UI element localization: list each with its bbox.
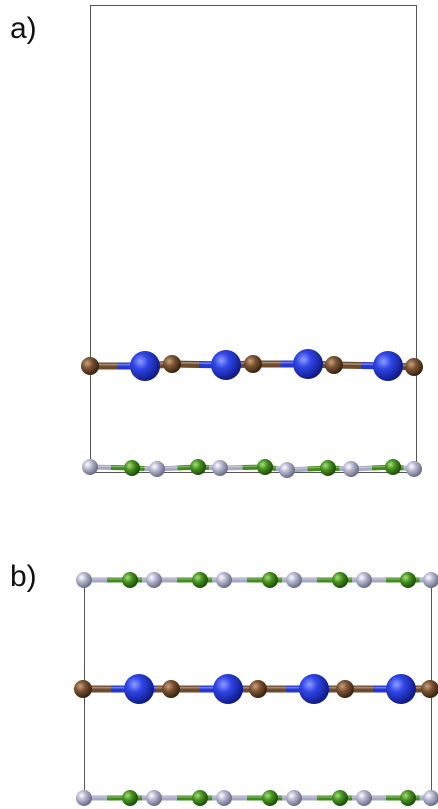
- panel-b-label: b): [10, 560, 37, 593]
- panel-b-middle-layer-atom-blue-1: [124, 674, 154, 704]
- panel-b-top-layer-atom-gray-8: [356, 572, 372, 588]
- panel-a-lower-layer-atom-gray-10: [406, 461, 422, 477]
- panel-b-top-layer-atom-green-5: [262, 572, 278, 588]
- panel-b-top-layer-atom-green-3: [192, 572, 208, 588]
- panel-b-top-layer-atom-green-9: [400, 572, 416, 588]
- panel-a-upper-layer-atom-brown-0: [81, 357, 99, 375]
- panel-b-top-layer-atom-gray-2: [146, 572, 162, 588]
- panel-b-middle-layer-atom-brown-0: [74, 680, 92, 698]
- panel-b-bottom-layer-atom-gray-10: [423, 790, 438, 806]
- panel-b-middle-layer-atom-blue-7: [386, 674, 416, 704]
- panel-a-upper-layer-atom-brown-2: [163, 355, 181, 373]
- panel-b-bottom-layer-atom-green-7: [332, 790, 348, 806]
- panel-b-middle-layer-atom-blue-5: [299, 674, 329, 704]
- panel-b-middle-layer-atom-brown-6: [336, 680, 354, 698]
- panel-b-middle-layer-atom-blue-3: [213, 674, 243, 704]
- panel-b-top-layer-atom-green-1: [122, 572, 138, 588]
- panel-b-top-layer-atom-green-7: [332, 572, 348, 588]
- panel-b-top-layer-atom-gray-4: [216, 572, 232, 588]
- panel-b-middle-layer-atom-brown-4: [249, 680, 267, 698]
- panel-b-bottom-layer-atom-gray-2: [146, 790, 162, 806]
- panel-a-lower-layer-atom-green-9: [385, 459, 401, 475]
- panel-a-upper-layer-atom-blue-3: [211, 350, 241, 380]
- panel-a-lower-layer-atom-gray-6: [279, 462, 295, 478]
- panel-a-upper-layer-atom-brown-6: [325, 356, 343, 374]
- panel-b-bottom-layer-atom-green-3: [192, 790, 208, 806]
- panel-a-upper-layer-atom-blue-5: [293, 349, 323, 379]
- panel-b-top-layer-atom-gray-0: [76, 572, 92, 588]
- panel-a-lower-layer-atom-gray-2: [149, 461, 165, 477]
- panel-b-top-layer-atom-gray-6: [286, 572, 302, 588]
- panel-a-lower-layer-atom-green-7: [320, 460, 336, 476]
- panel-a-label: a): [10, 12, 37, 45]
- panel-b-bottom-layer-atom-green-1: [122, 790, 138, 806]
- panel-a-lower-layer-atom-gray-0: [82, 459, 98, 475]
- panel-b-bottom-layer-atom-gray-6: [286, 790, 302, 806]
- panel-a-upper-layer-atom-blue-7: [373, 351, 403, 381]
- panel-b-bottom-layer-atom-green-5: [262, 790, 278, 806]
- panel-a-upper-layer-atom-blue-1: [130, 351, 160, 381]
- panel-b-middle-layer-atom-brown-8: [421, 680, 438, 698]
- panel-b-bottom-layer-atom-gray-4: [216, 790, 232, 806]
- panel-a-lower-layer-atom-gray-4: [212, 460, 228, 476]
- panel-b-bottom-layer-atom-gray-8: [356, 790, 372, 806]
- panel-b-bottom-layer-atom-green-9: [400, 790, 416, 806]
- panel-a-lower-layer-atom-gray-8: [343, 461, 359, 477]
- panel-b-bottom-layer-atom-gray-0: [76, 790, 92, 806]
- panel-b-top-layer-atom-gray-10: [423, 572, 438, 588]
- panel-a-upper-layer-atom-brown-4: [244, 355, 262, 373]
- panel-a-lower-layer-atom-green-5: [257, 459, 273, 475]
- panel-a-lower-layer-atom-green-3: [190, 459, 206, 475]
- panel-a-upper-layer-atom-brown-8: [405, 358, 423, 376]
- unit-cell-a: [90, 5, 417, 473]
- panel-b-middle-layer-atom-brown-2: [162, 680, 180, 698]
- panel-a-lower-layer-atom-green-1: [124, 460, 140, 476]
